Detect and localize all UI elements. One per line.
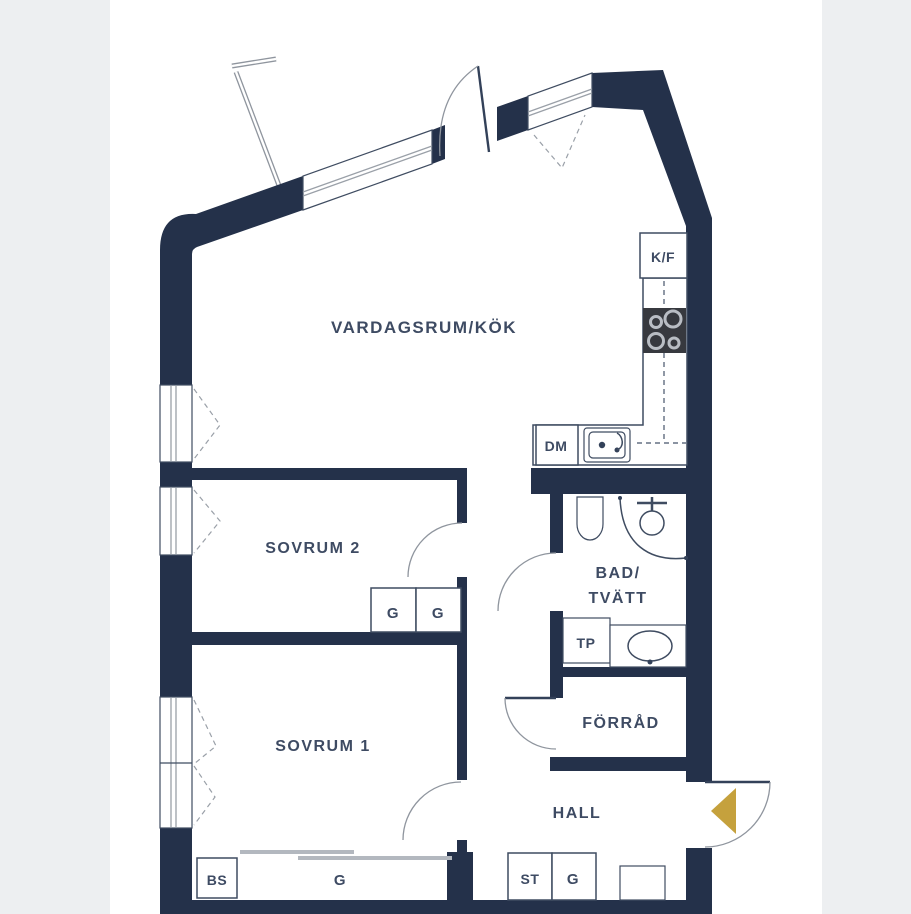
room-label-storage: FÖRRÅD xyxy=(582,713,659,732)
wall-top-right-corner xyxy=(592,70,712,232)
bedroom1-door-arc xyxy=(402,781,462,841)
wall-storage-left xyxy=(550,677,563,698)
label-dishwasher: DM xyxy=(545,438,568,454)
closets xyxy=(196,587,666,901)
label-wardrobe-hall: G xyxy=(567,871,579,888)
wall-top-post xyxy=(432,125,445,164)
hall-wardrobe xyxy=(551,852,597,901)
wall-corridor xyxy=(457,577,467,780)
kitchen-sink xyxy=(583,427,631,463)
wash-basin xyxy=(627,630,673,665)
balcony-door xyxy=(439,65,491,157)
window-top-A xyxy=(302,129,433,211)
wall-bath-left-lower xyxy=(550,611,563,677)
label-tp: TP xyxy=(577,635,596,651)
entry-arrow-icon xyxy=(711,788,736,834)
label-bs: BS xyxy=(207,872,227,888)
label-wardrobe-bedroom2-2: G xyxy=(432,605,444,622)
sliding-door-rail-2 xyxy=(298,856,452,860)
room-label-bedroom1: SOVRUM 1 xyxy=(275,738,371,755)
wall-bath-bottom xyxy=(550,667,712,677)
wall-kitchen-bath-divider xyxy=(531,468,712,494)
label-wardrobe-bedroom1: G xyxy=(334,872,346,889)
windows xyxy=(159,72,593,829)
hall-small-cabinet xyxy=(619,865,666,901)
label-fridge-freezer: K/F xyxy=(651,249,675,265)
bedroom2-door-arc xyxy=(407,522,463,578)
page-margin-left xyxy=(0,0,110,914)
wall-bedroom-divider xyxy=(192,632,467,645)
window-opening-dashes xyxy=(193,114,586,826)
kitchen xyxy=(532,232,688,466)
room-label-bath-line2: TVÄTT xyxy=(588,589,647,607)
window-living-left xyxy=(159,384,193,463)
window-bedroom2-left xyxy=(159,486,193,556)
bedroom2-wardrobe-2 xyxy=(415,587,462,633)
page-margin-right xyxy=(822,0,911,914)
sliding-door-rail-1 xyxy=(240,850,354,854)
bathroom xyxy=(562,496,688,668)
storage-door xyxy=(504,696,557,750)
toilet xyxy=(576,496,604,541)
wall-bath-left-upper xyxy=(550,494,563,553)
dishwasher-cabinet xyxy=(535,424,579,466)
tp-cabinet xyxy=(562,617,611,664)
wall-storage-bottom xyxy=(550,757,712,771)
room-label-living-kitchen: VARDAGSRUM/KÖK xyxy=(331,318,517,337)
wall-bottom xyxy=(160,900,712,914)
wall-right-upper xyxy=(686,220,712,782)
vanity-counter xyxy=(609,624,687,668)
label-st: ST xyxy=(521,871,540,887)
stove-burners xyxy=(647,309,683,350)
wall-bedroom1-door-stub xyxy=(457,840,467,856)
bs-cabinet xyxy=(196,857,238,899)
label-wardrobe-bedroom2-1: G xyxy=(387,605,399,622)
balcony-railing xyxy=(231,56,289,205)
window-top-B xyxy=(527,72,593,131)
window-bedroom1-left xyxy=(159,696,193,829)
bathroom-door-arc xyxy=(497,552,557,612)
room-label-bedroom2: SOVRUM 2 xyxy=(265,540,361,557)
fridge-freezer-cabinet xyxy=(639,232,688,279)
room-label-hall: HALL xyxy=(553,805,602,822)
wall-bedroom2-top xyxy=(192,468,467,480)
wall-bedroom2-right xyxy=(457,468,467,523)
shower xyxy=(618,496,688,560)
bedroom2-wardrobe-1 xyxy=(370,587,417,633)
labels: VARDAGSRUM/KÖK SOVRUM 2 SOVRUM 1 BAD/ TV… xyxy=(207,249,675,889)
room-label-bath-line1: BAD/ xyxy=(595,565,640,582)
entry-door xyxy=(704,780,771,848)
wall-top-segment xyxy=(497,96,528,141)
doors xyxy=(402,65,771,848)
